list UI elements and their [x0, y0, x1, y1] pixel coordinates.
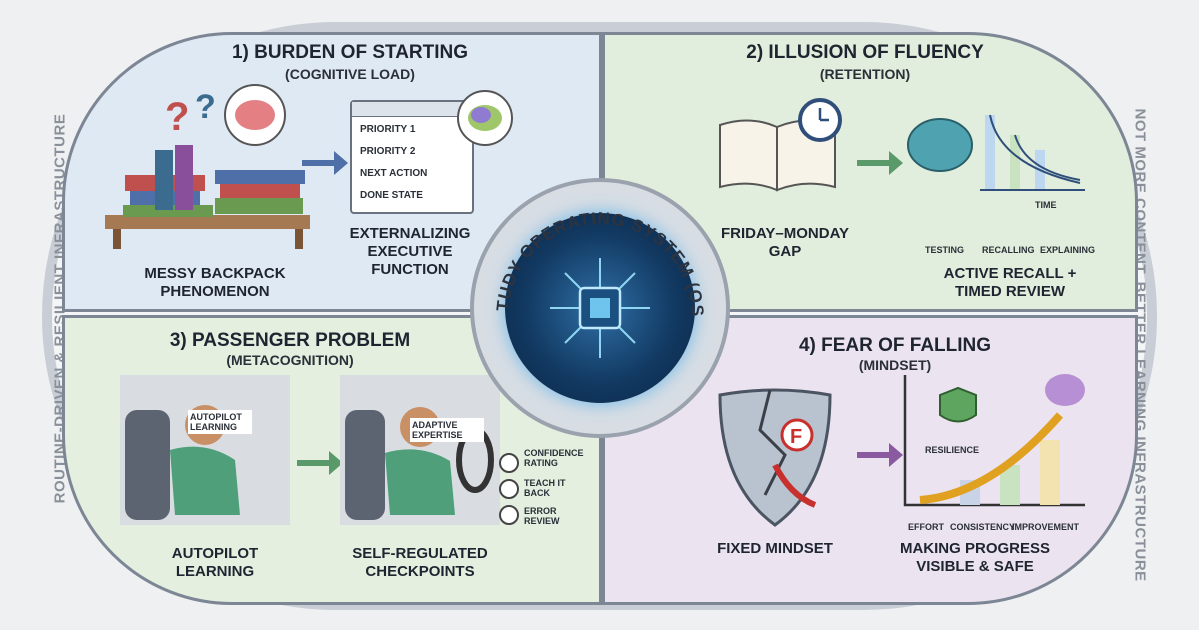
q2-left-label: FRIDAY–MONDAY GAP: [720, 225, 850, 260]
checklist-item-4: DONE STATE: [360, 190, 423, 201]
consistency-axis-label: CONSISTENCY: [950, 522, 1016, 532]
progress-growth-chart: [903, 374, 1085, 507]
q4-right-label: MAKING PROGRESS VISIBLE & SAFE: [899, 540, 1050, 575]
grade-f-icon: F: [790, 426, 802, 448]
open-book-clock-icon: [719, 98, 842, 192]
q1-arrow-icon: [302, 151, 348, 175]
checklist-item-1: PRIORITY 1: [360, 124, 416, 135]
gauge-icons: [499, 453, 519, 525]
recalling-label: RECALLING: [982, 245, 1035, 255]
resilience-badge: RESILIENCE: [925, 445, 980, 455]
center-os-graphic: STUDY OPERATING SYSTEM (OS): [470, 178, 706, 358]
q3-subtitle: (METACOGNITION): [226, 352, 354, 368]
brain-bubble-icon: [457, 90, 513, 146]
testing-label: TESTING: [925, 245, 965, 255]
error-review-label: ERROR REVIEW: [524, 506, 560, 526]
svg-text:?: ?: [195, 88, 216, 126]
cracked-shield-icon: F: [718, 388, 832, 527]
q3-title: 3) PASSENGER PROBLEM: [169, 330, 411, 351]
q2-right-label: ACTIVE RECALL + TIMED REVIEW: [943, 265, 1077, 300]
q3-right-label: SELF-REGULATED CHECKPOINTS: [352, 545, 488, 580]
q4-arrow-icon: [857, 443, 903, 467]
confidence-rating-label: CONFIDENCE RATING: [524, 448, 584, 468]
messy-books-illustration: ? ?: [105, 84, 310, 249]
brain-forgetting-curve-icon: [907, 114, 1085, 191]
teach-it-back-label: TEACH IT BACK: [524, 478, 566, 498]
priority-checklist: PRIORITY 1 PRIORITY 2 NEXT ACTION DONE S…: [350, 100, 474, 214]
improvement-axis-label: IMPROVEMENT: [1012, 522, 1080, 532]
explaining-label: EXPLAINING: [1040, 245, 1096, 255]
q1-title: 1) BURDEN OF STARTING: [231, 42, 469, 63]
q2-title: 2) ILLUSION OF FLUENCY: [746, 42, 984, 63]
q3-arrow-icon: [297, 451, 343, 475]
checklist-item-3: NEXT ACTION: [360, 168, 428, 179]
passenger-car-illustration: [120, 375, 290, 525]
q2-arrow-icon: [857, 151, 903, 175]
checklist-item-2: PRIORITY 2: [360, 146, 416, 157]
effort-axis-label: EFFORT: [908, 522, 944, 532]
q3-left-label: AUTOPILOT LEARNING: [171, 545, 259, 580]
q4-left-label: FIXED MINDSET: [717, 540, 833, 557]
driver-car-illustration: [340, 375, 500, 525]
q1-left-label: MESSY BACKPACK PHENOMENON: [144, 265, 286, 300]
adaptive-speech-bubble: ADAPTIVE EXPERTISE: [410, 418, 484, 442]
autopilot-speech-bubble: AUTOPILOT LEARNING: [188, 410, 252, 434]
q4-title: 4) FEAR OF FALLING: [798, 335, 992, 356]
q4-subtitle: (MINDSET): [858, 357, 932, 373]
time-axis-label: TIME: [1035, 200, 1057, 210]
svg-text:?: ?: [165, 95, 189, 139]
q2-subtitle: (RETENTION): [819, 66, 911, 82]
q1-right-label: EXTERNALIZING EXECUTIVE FUNCTION: [349, 225, 471, 278]
q1-subtitle: (COGNITIVE LOAD): [285, 66, 415, 82]
